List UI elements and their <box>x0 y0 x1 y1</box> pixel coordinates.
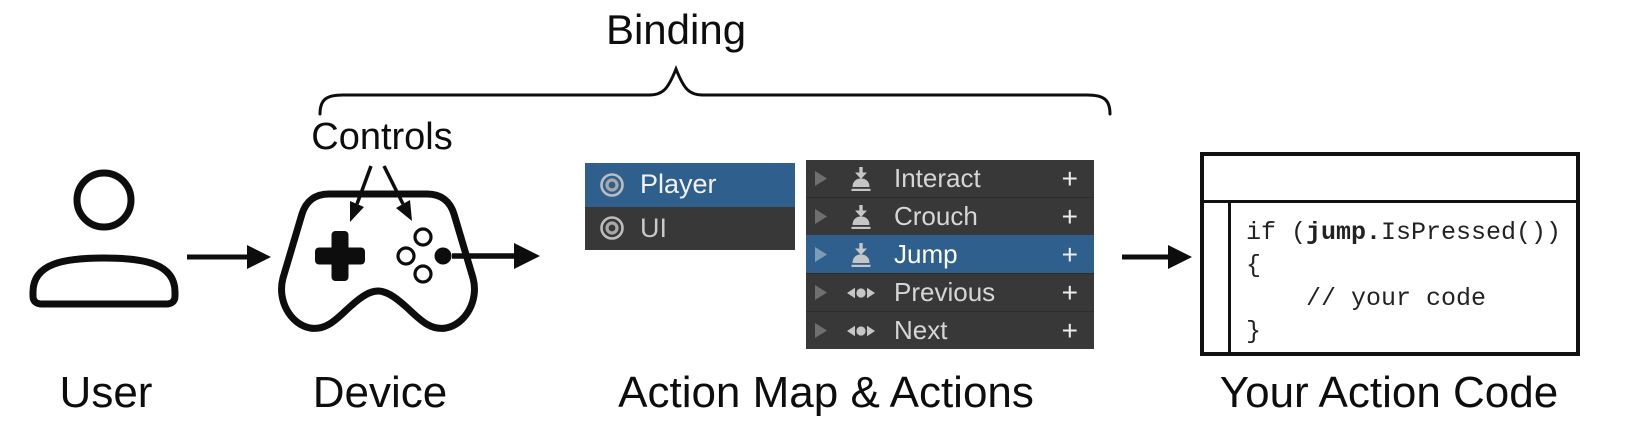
code-gutter-line <box>1228 203 1231 352</box>
action-row-crouch[interactable]: Crouch + <box>806 197 1094 235</box>
code-line: { <box>1246 251 1262 280</box>
action-map-item-player[interactable]: Player <box>585 163 795 207</box>
user-label: User <box>59 368 153 417</box>
button-action-icon <box>851 204 871 229</box>
action-row-next[interactable]: Next + <box>806 311 1094 349</box>
action-label[interactable]: Jump <box>894 239 958 269</box>
action-map-item-label: Player <box>640 169 717 200</box>
foldout-triangle-icon[interactable] <box>814 246 828 263</box>
controls-label: Controls <box>311 116 453 158</box>
binding-label: Binding <box>605 6 747 53</box>
face-buttons-icon <box>396 227 452 284</box>
action-code-label: Your Action Code <box>1219 368 1559 417</box>
action-row-interact[interactable]: Interact + <box>806 160 1094 197</box>
action-map-label: Action Map & Actions <box>618 368 1034 417</box>
dpad-icon <box>315 231 365 281</box>
action-map-item-ui[interactable]: UI <box>585 206 795 250</box>
axis-action-icon <box>847 325 875 336</box>
controls-arrows <box>350 165 412 222</box>
arrow-actionmap-to-code <box>1122 245 1192 269</box>
action-map-icon <box>600 172 624 197</box>
foldout-triangle-icon[interactable] <box>814 170 828 187</box>
add-binding-button[interactable]: + <box>1061 238 1078 270</box>
foldout-triangle-icon[interactable] <box>814 322 828 339</box>
code-line: } <box>1246 317 1262 346</box>
user-icon <box>29 169 179 308</box>
code-line: // your code <box>1246 284 1487 313</box>
code-window: if (jump.IsPressed()) { // your code } <box>1200 152 1580 356</box>
foldout-triangle-icon[interactable] <box>814 284 828 301</box>
binding-brace-icon <box>318 64 1112 116</box>
add-binding-button[interactable]: + <box>1061 276 1078 308</box>
action-label[interactable]: Interact <box>894 163 981 193</box>
action-row-previous[interactable]: Previous + <box>806 273 1094 311</box>
foldout-triangle-icon[interactable] <box>814 208 828 225</box>
action-row-jump[interactable]: Jump + <box>806 235 1094 273</box>
add-binding-button[interactable]: + <box>1061 200 1078 232</box>
code-line: if (jump.IsPressed()) <box>1246 218 1562 247</box>
code-window-titlebar <box>1204 156 1576 203</box>
add-binding-button[interactable]: + <box>1061 314 1078 346</box>
add-binding-button[interactable]: + <box>1061 162 1078 194</box>
button-action-icon <box>851 166 871 191</box>
button-action-icon <box>851 242 871 267</box>
arrow-device-to-actionmap <box>452 243 540 269</box>
gamepad-icon <box>278 190 478 332</box>
axis-action-icon <box>847 287 875 298</box>
action-label[interactable]: Crouch <box>894 201 978 231</box>
device-label: Device <box>312 368 448 417</box>
code-text: if (jump.IsPressed()) { // your code } <box>1246 216 1561 348</box>
action-map-item-label: UI <box>640 212 667 243</box>
action-label[interactable]: Next <box>894 315 948 345</box>
arrow-user-to-device <box>187 245 271 269</box>
action-map-icon <box>600 216 624 241</box>
actions-panel: Interact + Crouch + Jump + <box>806 160 1094 349</box>
action-label[interactable]: Previous <box>894 277 996 307</box>
action-map-panel: Player UI <box>585 163 795 250</box>
